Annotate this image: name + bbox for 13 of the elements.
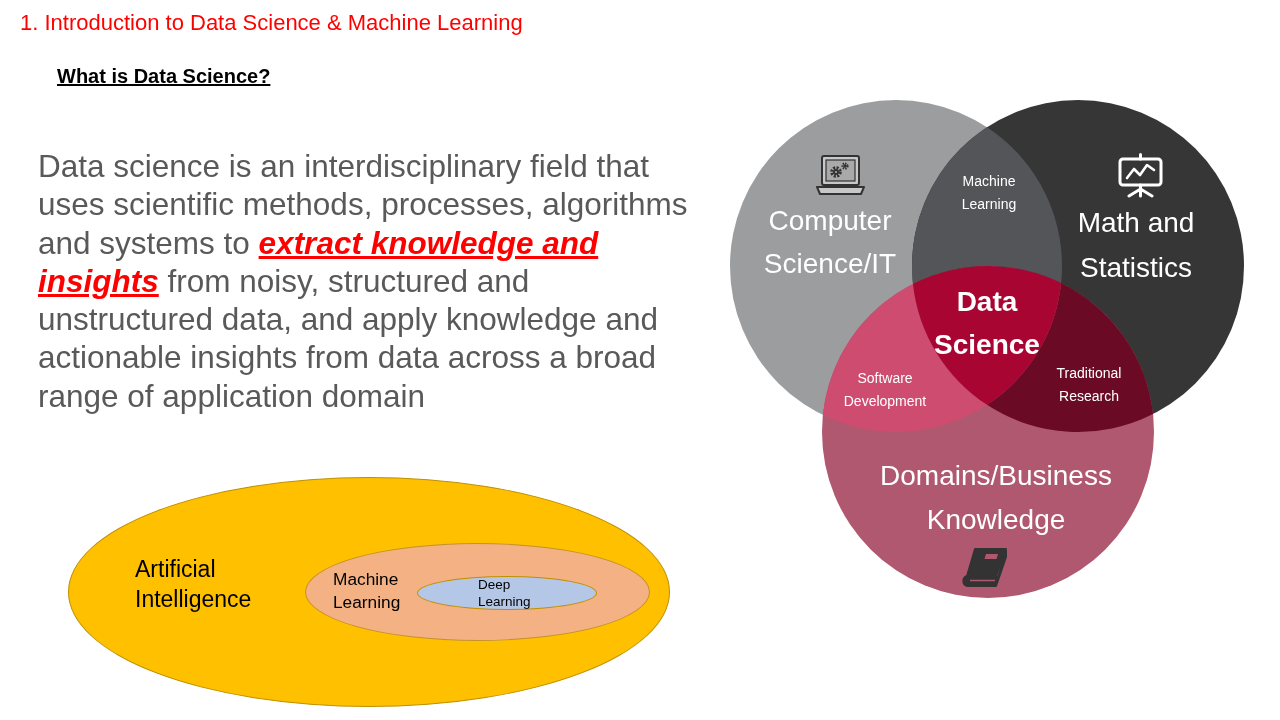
slide-title: 1. Introduction to Data Science & Machine Learning [20,9,523,37]
circle-label: Domains/Business Knowledge [879,459,1113,537]
ellipse-label: Deep Learning [478,575,532,610]
region-label: Traditional Research [1055,363,1123,406]
ellipse-label: Machine Learning [333,568,402,614]
region-label: Machine Learning [960,171,1018,214]
region-label: Software Development [842,368,928,411]
region-label: Data Science [933,285,1041,362]
ellipse-label: Artificial Intelligence [135,555,253,614]
body-paragraph: Data science is an interdisciplinary field that uses scientific methods, processes, algorithms and systems to extract knowledge and insights from noisy, structured and unstructured data, and apply knowledge and actionable insights from data across a broad range of application domain [38,147,689,416]
section-heading: What is Data Science? [57,64,271,89]
circle-label: Math and Statistics [1076,206,1196,285]
circle-label: Computer Science/IT [762,204,898,281]
